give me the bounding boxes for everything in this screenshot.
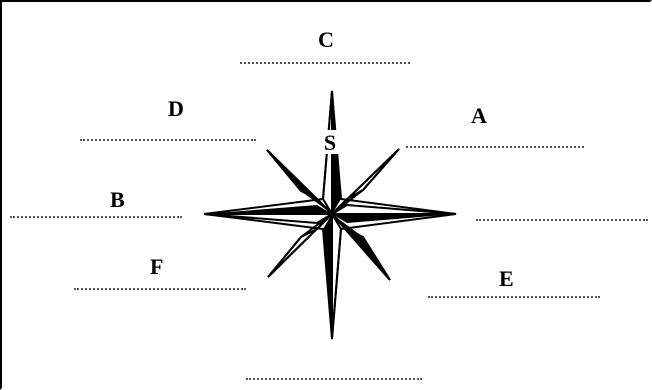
cardinal-points	[204, 91, 456, 339]
label-f: F	[150, 256, 163, 278]
answer-line-b[interactable]	[10, 216, 182, 218]
answer-line-right[interactable]	[476, 219, 648, 221]
answer-line-bottom[interactable]	[246, 378, 422, 380]
label-c: C	[318, 29, 334, 51]
label-a: A	[471, 105, 487, 127]
label-e: E	[499, 268, 514, 290]
center-letter: S	[324, 130, 336, 155]
label-d: D	[168, 98, 184, 120]
compass-rose: S	[192, 87, 472, 352]
label-b: B	[110, 189, 125, 211]
answer-line-c[interactable]	[240, 62, 410, 64]
